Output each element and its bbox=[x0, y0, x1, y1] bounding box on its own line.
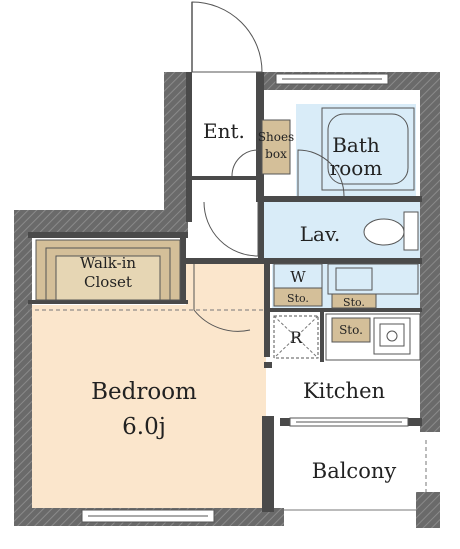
label-refrigerator: R bbox=[290, 328, 303, 347]
label-kitchen: Kitchen bbox=[303, 379, 385, 403]
bedroom-floor bbox=[30, 305, 266, 510]
label-washer: W bbox=[290, 268, 306, 286]
label-closet-2: Closet bbox=[84, 273, 132, 291]
label-balcony: Balcony bbox=[312, 459, 397, 483]
exterior-walls bbox=[14, 72, 440, 528]
label-bedroom-size: 6.0j bbox=[122, 414, 166, 440]
label-lavatory: Lav. bbox=[300, 222, 341, 246]
label-shoes-box-1: Shoes bbox=[258, 130, 294, 144]
toilet bbox=[363, 211, 419, 251]
storage-lav bbox=[331, 293, 377, 309]
bedroom-floor-upper bbox=[186, 262, 266, 307]
label-storage-small: Sto. bbox=[287, 292, 309, 305]
label-bath-1: Bath bbox=[332, 133, 380, 157]
label-shoes-box-2: box bbox=[265, 147, 287, 161]
storage-kitchen bbox=[331, 317, 371, 343]
storage-small bbox=[273, 287, 323, 307]
shoes-box bbox=[261, 119, 291, 175]
bathtub bbox=[321, 107, 415, 191]
entrance-door bbox=[191, 1, 263, 73]
label-bath-2: room bbox=[330, 156, 383, 180]
label-closet-1: Walk-in bbox=[80, 254, 137, 272]
label-bedroom: Bedroom bbox=[91, 379, 197, 405]
label-storage-kitchen: Sto. bbox=[339, 323, 363, 337]
bathroom-floor bbox=[296, 104, 416, 196]
label-entrance: Ent. bbox=[203, 119, 245, 143]
label-storage-lav: Sto. bbox=[343, 296, 365, 309]
